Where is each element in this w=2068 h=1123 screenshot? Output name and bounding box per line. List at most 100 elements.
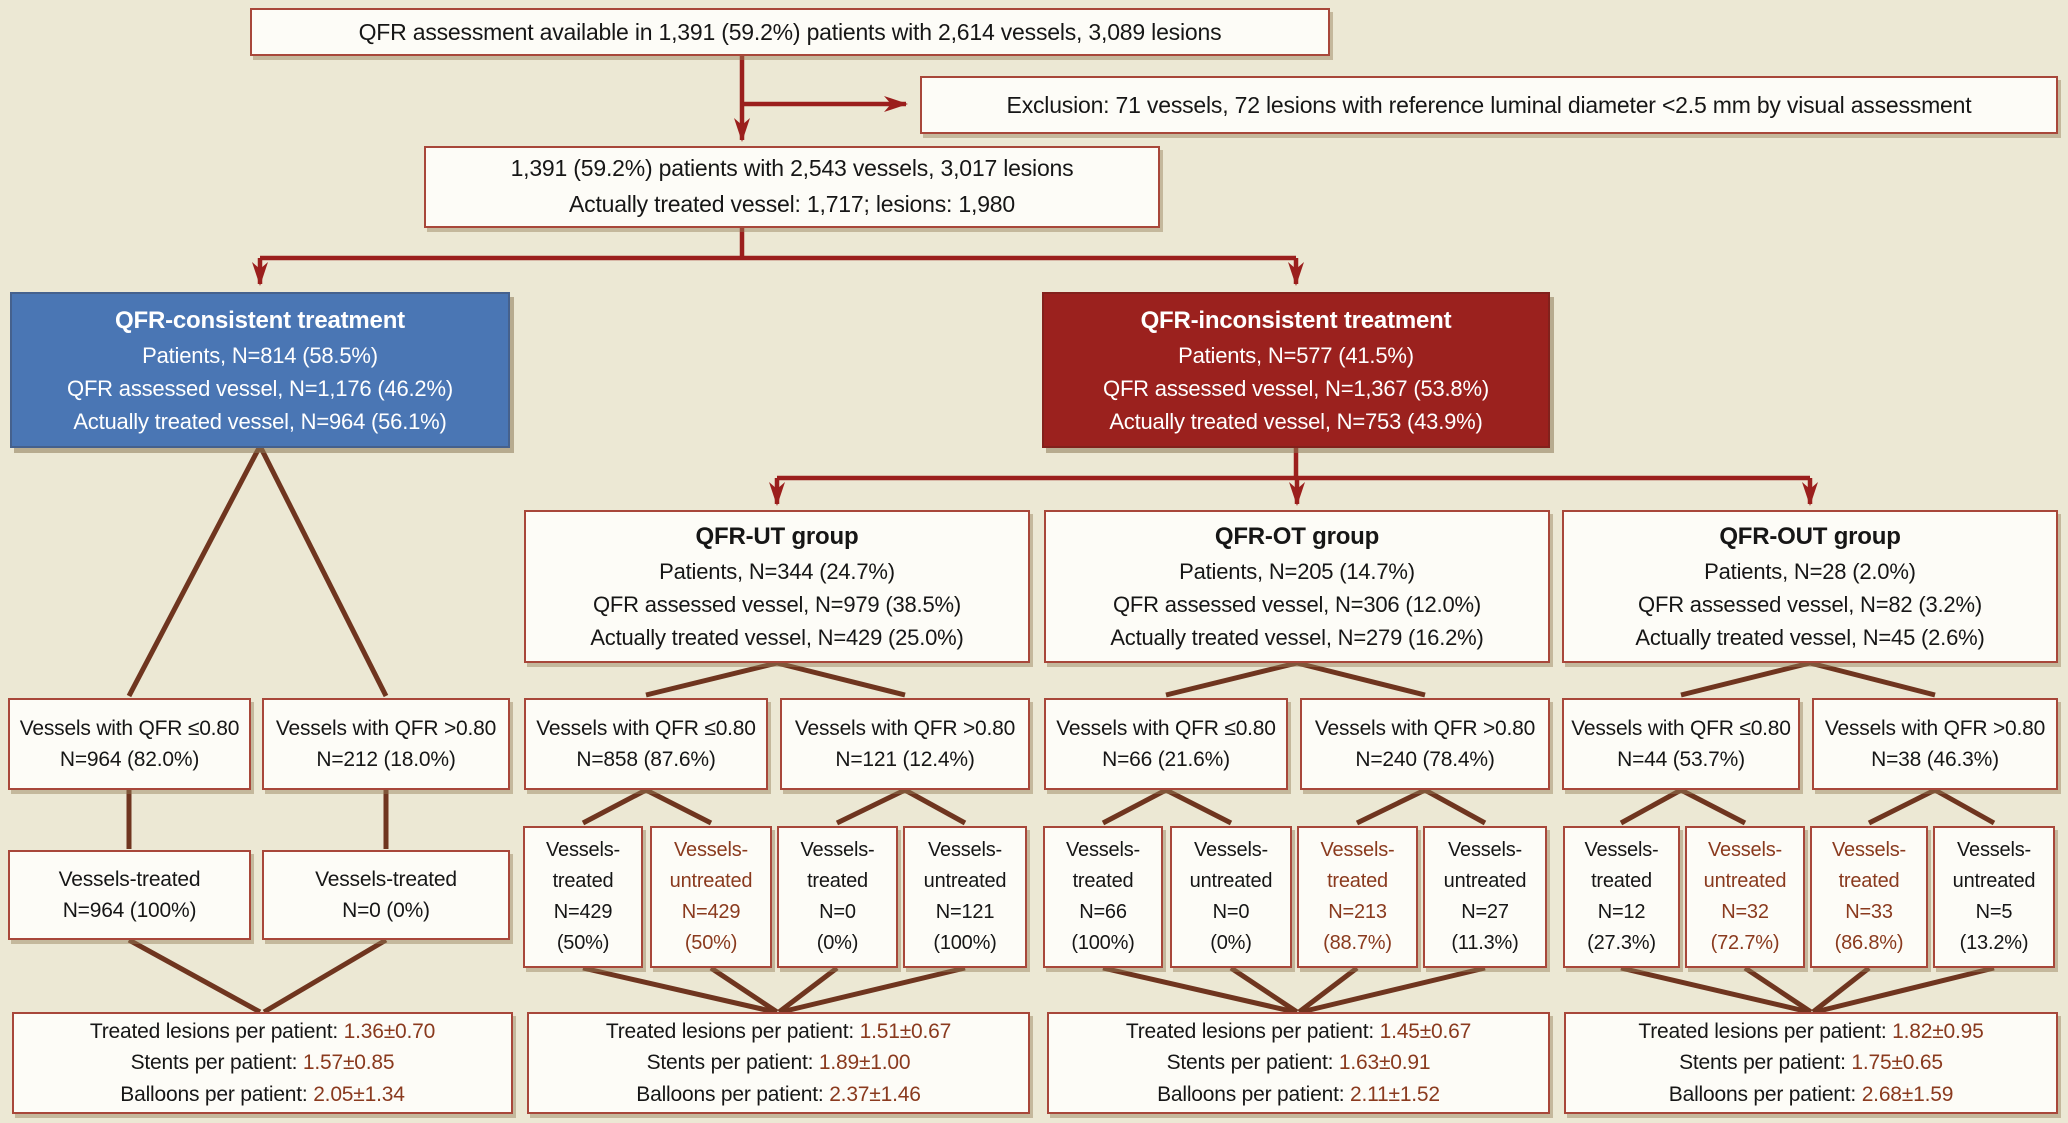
- summary-label: Stents per patient:: [130, 1051, 303, 1075]
- group-out-title: QFR-OUT group: [1719, 523, 1901, 550]
- treated-box-ut-4: Vessels- untreated N=121 (100%): [903, 826, 1027, 968]
- qfr-gt-text-ot: Vessels with QFR >0.80 N=240 (78.4%): [1314, 716, 1536, 772]
- summary-box-out: Treated lesions per patient: 1.82±0.95 S…: [1564, 1012, 2058, 1114]
- treated-box-out-3: Vessels- treated N=33 (86.8%): [1810, 826, 1928, 968]
- summary-value: 2.68±1.59: [1861, 1082, 1954, 1106]
- treated-box-ot-2: Vessels- untreated N=0 (0%): [1170, 826, 1292, 968]
- treated-text-ot-2: Vessels- untreated N=0 (0%): [1189, 839, 1273, 954]
- summary-value: 2.05±1.34: [313, 1082, 405, 1106]
- summary-row: Treated lesions per patient: 1.51±0.67: [606, 1016, 951, 1048]
- group-ut-body: Patients, N=344 (24.7%) QFR assessed ves…: [590, 559, 964, 650]
- cohort-box-text: 1,391 (59.2%) patients with 2,543 vessel…: [510, 155, 1074, 217]
- summary-row: Treated lesions per patient: 1.82±0.95: [1638, 1016, 1983, 1048]
- qfr-le-box-ut: Vessels with QFR ≤0.80 N=858 (87.6%): [524, 698, 768, 790]
- treated-text-ot-3: Vessels- treated N=213 (88.7%): [1320, 839, 1395, 954]
- consistent-arm-box: QFR-consistent treatment Patients, N=814…: [10, 292, 510, 448]
- treated-text-consistent-2: Vessels-treated N=0 (0%): [315, 867, 457, 923]
- top-box: QFR assessment available in 1,391 (59.2%…: [250, 8, 1330, 56]
- treated-text-ut-3: Vessels- treated N=0 (0%): [800, 839, 875, 954]
- qfr-le-box-ot: Vessels with QFR ≤0.80 N=66 (21.6%): [1044, 698, 1288, 790]
- inconsistent-arm-title: QFR-inconsistent treatment: [1140, 306, 1452, 334]
- summary-box-ut: Treated lesions per patient: 1.51±0.67 S…: [527, 1012, 1030, 1114]
- treated-text-ut-2: Vessels- untreated N=429 (50%): [669, 839, 753, 954]
- summary-row: Balloons per patient: 2.05±1.34: [120, 1079, 405, 1111]
- summary-label: Stents per patient:: [1679, 1051, 1852, 1075]
- group-out-box: QFR-OUT group Patients, N=28 (2.0%) QFR …: [1562, 510, 2058, 663]
- treated-box-out-2: Vessels- untreated N=32 (72.7%): [1685, 826, 1805, 968]
- summary-value: 1.51±0.67: [859, 1019, 952, 1043]
- qfr-le-box-consistent: Vessels with QFR ≤0.80 N=964 (82.0%): [8, 698, 251, 790]
- summary-row: Treated lesions per patient: 1.45±0.67: [1126, 1016, 1471, 1048]
- summary-label: Stents per patient:: [1166, 1051, 1339, 1075]
- summary-row: Balloons per patient: 2.11±1.52: [1157, 1079, 1440, 1111]
- summary-box-consistent: Treated lesions per patient: 1.36±0.70 S…: [12, 1012, 513, 1114]
- qfr-gt-text-out: Vessels with QFR >0.80 N=38 (46.3%): [1824, 716, 2046, 772]
- summary-value: 1.63±0.91: [1338, 1051, 1431, 1075]
- group-ut-box: QFR-UT group Patients, N=344 (24.7%) QFR…: [524, 510, 1030, 663]
- summary-row: Balloons per patient: 2.37±1.46: [636, 1079, 921, 1111]
- summary-box-ot: Treated lesions per patient: 1.45±0.67 S…: [1047, 1012, 1550, 1114]
- qfr-gt-box-ut: Vessels with QFR >0.80 N=121 (12.4%): [780, 698, 1030, 790]
- summary-row: Treated lesions per patient: 1.36±0.70: [90, 1016, 435, 1048]
- summary-label: Treated lesions per patient:: [89, 1019, 344, 1043]
- summary-row: Stents per patient: 1.63±0.91: [1167, 1047, 1431, 1079]
- group-out-body: Patients, N=28 (2.0%) QFR assessed vesse…: [1635, 559, 1985, 650]
- group-ot-body: Patients, N=205 (14.7%) QFR assessed ves…: [1110, 559, 1484, 650]
- treated-text-out-3: Vessels- treated N=33 (86.8%): [1832, 839, 1906, 954]
- exclusion-box-text: Exclusion: 71 vessels, 72 lesions with r…: [1006, 91, 1972, 118]
- summary-value: 2.11±1.52: [1349, 1082, 1440, 1106]
- summary-value: 1.82±0.95: [1892, 1019, 1984, 1043]
- cohort-box: 1,391 (59.2%) patients with 2,543 vessel…: [424, 146, 1160, 228]
- qfr-le-text-out: Vessels with QFR ≤0.80 N=44 (53.7%): [1571, 716, 1791, 772]
- summary-value: 2.37±1.46: [829, 1082, 921, 1106]
- summary-label: Balloons per patient:: [1668, 1082, 1862, 1106]
- inconsistent-arm-box: QFR-inconsistent treatment Patients, N=5…: [1042, 292, 1550, 448]
- qfr-gt-box-consistent: Vessels with QFR >0.80 N=212 (18.0%): [262, 698, 510, 790]
- treated-text-consistent-1: Vessels-treated N=964 (100%): [58, 867, 201, 923]
- consistent-arm-title: QFR-consistent treatment: [115, 306, 405, 334]
- qfr-gt-text-ut: Vessels with QFR >0.80 N=121 (12.4%): [794, 716, 1016, 772]
- treated-box-consistent-2: Vessels-treated N=0 (0%): [262, 850, 510, 940]
- summary-value: 1.57±0.85: [302, 1051, 395, 1075]
- summary-label: Balloons per patient:: [636, 1082, 830, 1106]
- inconsistent-arm-body: Patients, N=577 (41.5%) QFR assessed ves…: [1103, 342, 1489, 434]
- treated-text-out-4: Vessels- untreated N=5 (13.2%): [1952, 839, 2036, 954]
- qfr-le-text-ut: Vessels with QFR ≤0.80 N=858 (87.6%): [536, 716, 756, 772]
- top-box-text: QFR assessment available in 1,391 (59.2%…: [358, 18, 1222, 45]
- treated-box-consistent-1: Vessels-treated N=964 (100%): [8, 850, 251, 940]
- summary-label: Balloons per patient:: [120, 1082, 314, 1106]
- summary-value: 1.89±1.00: [818, 1051, 911, 1075]
- qfr-gt-box-ot: Vessels with QFR >0.80 N=240 (78.4%): [1300, 698, 1550, 790]
- consistent-arm-body: Patients, N=814 (58.5%) QFR assessed ves…: [67, 342, 453, 434]
- group-ut-title: QFR-UT group: [695, 523, 859, 550]
- qfr-le-text-ot: Vessels with QFR ≤0.80 N=66 (21.6%): [1056, 716, 1276, 772]
- qfr-gt-text-consistent: Vessels with QFR >0.80 N=212 (18.0%): [275, 716, 497, 772]
- summary-row: Stents per patient: 1.75±0.65: [1679, 1047, 1943, 1079]
- qfr-gt-box-out: Vessels with QFR >0.80 N=38 (46.3%): [1812, 698, 2058, 790]
- treated-box-ut-3: Vessels- treated N=0 (0%): [777, 826, 898, 968]
- treated-text-out-1: Vessels- treated N=12 (27.3%): [1584, 839, 1659, 954]
- summary-row: Stents per patient: 1.57±0.85: [131, 1047, 395, 1079]
- exclusion-box: Exclusion: 71 vessels, 72 lesions with r…: [920, 76, 2058, 134]
- treated-box-ut-1: Vessels- treated N=429 (50%): [523, 826, 643, 968]
- summary-value: 1.45±0.67: [1379, 1019, 1472, 1043]
- summary-label: Treated lesions per patient:: [1125, 1019, 1380, 1043]
- summary-label: Treated lesions per patient:: [605, 1019, 860, 1043]
- treated-box-ot-3: Vessels- treated N=213 (88.7%): [1297, 826, 1418, 968]
- summary-row: Balloons per patient: 2.68±1.59: [1668, 1079, 1954, 1111]
- treated-box-ot-4: Vessels- untreated N=27 (11.3%): [1423, 826, 1547, 968]
- qfr-le-box-out: Vessels with QFR ≤0.80 N=44 (53.7%): [1562, 698, 1800, 790]
- treated-text-ut-1: Vessels- treated N=429 (50%): [546, 839, 620, 954]
- treated-text-ot-4: Vessels- untreated N=27 (11.3%): [1443, 839, 1527, 954]
- summary-value: 1.36±0.70: [343, 1019, 436, 1043]
- treated-box-out-4: Vessels- untreated N=5 (13.2%): [1933, 826, 2055, 968]
- treated-text-out-2: Vessels- untreated N=32 (72.7%): [1703, 839, 1787, 954]
- summary-value: 1.75±0.65: [1851, 1051, 1943, 1075]
- summary-row: Stents per patient: 1.89±1.00: [647, 1047, 911, 1079]
- treated-box-ut-2: Vessels- untreated N=429 (50%): [650, 826, 772, 968]
- summary-label: Balloons per patient:: [1157, 1082, 1350, 1106]
- summary-label: Treated lesions per patient:: [1638, 1019, 1893, 1043]
- summary-label: Stents per patient:: [646, 1051, 819, 1075]
